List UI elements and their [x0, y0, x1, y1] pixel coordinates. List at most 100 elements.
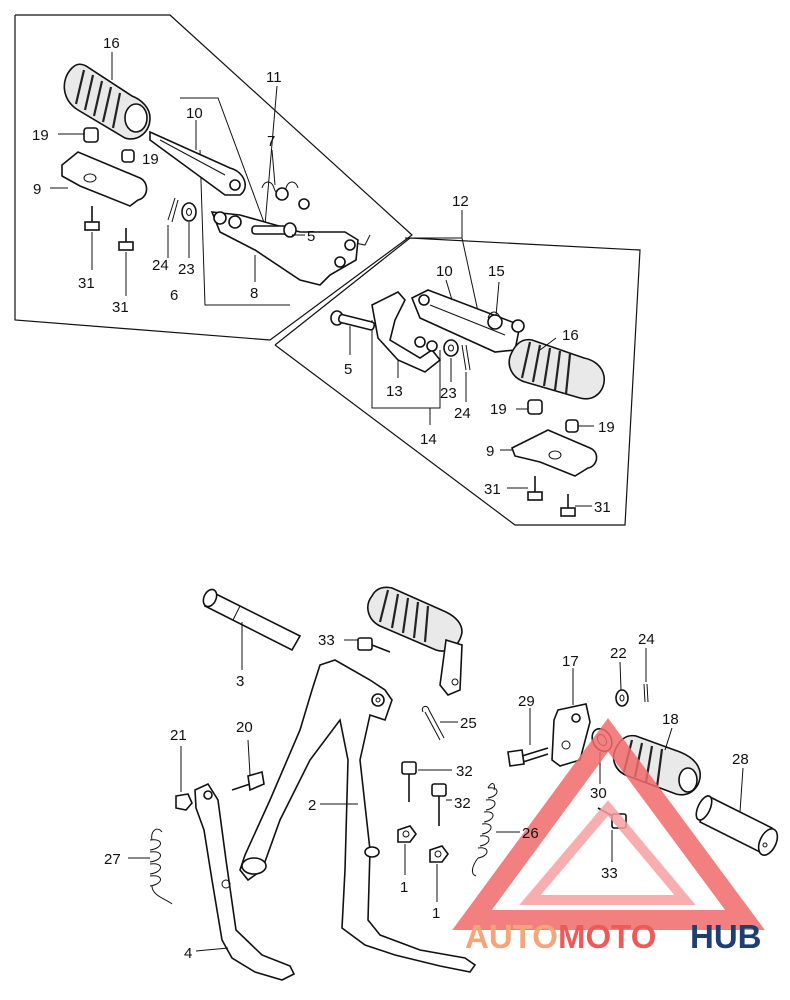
leader-11 [264, 85, 278, 226]
callout-33: 33 [318, 632, 335, 649]
watermark-hub: HUB [690, 918, 762, 955]
callout-23: 23 [178, 261, 195, 278]
callout-32: 32 [456, 763, 473, 780]
callout-22: 22 [610, 645, 627, 662]
pivot-pin-5-a [251, 222, 297, 238]
callout-11: 11 [266, 69, 282, 86]
bracket-14 [371, 320, 441, 409]
bolt-20 [231, 770, 265, 792]
callout-26: 26 [522, 825, 539, 842]
callout-19: 19 [142, 151, 159, 168]
footpeg-rubber-right [508, 338, 605, 400]
callout-31: 31 [484, 481, 501, 498]
callout-18: 18 [662, 711, 679, 728]
cotter-pin-25 [421, 705, 445, 741]
callout-19: 19 [490, 401, 507, 418]
callout-31: 31 [112, 299, 129, 316]
callout-1: 1 [432, 905, 440, 922]
callout-24: 24 [152, 257, 169, 274]
callout-19: 19 [32, 127, 49, 144]
callout-13: 13 [386, 383, 403, 400]
spring-26 [471, 783, 498, 877]
pivot-pin-5-b [330, 310, 376, 331]
callout-33: 33 [601, 865, 618, 882]
footpeg-shaft-28 [695, 794, 779, 856]
bolt-31-c [527, 476, 543, 501]
watermark-logo [452, 718, 765, 930]
collar-19-d [565, 419, 579, 433]
bolt-31-d [560, 494, 576, 517]
callout-14: 14 [420, 431, 437, 448]
callout-9: 9 [486, 443, 494, 460]
callout-28: 28 [732, 751, 749, 768]
spring-15 [487, 311, 525, 333]
callout-20: 20 [236, 719, 253, 736]
footpeg-bracket-left [61, 151, 148, 207]
callout-3: 3 [236, 673, 244, 690]
callout-31: 31 [78, 275, 95, 292]
stand-shaft-3 [202, 588, 302, 652]
washer-23-b [443, 339, 459, 357]
callout-17: 17 [562, 653, 579, 670]
bolt-31-b [118, 228, 134, 251]
callout-7: 7 [267, 133, 275, 150]
callout-5: 5 [344, 361, 352, 378]
callout-30: 30 [590, 785, 607, 802]
watermark-moto: MOTO [558, 918, 656, 955]
callout-8: 8 [250, 285, 258, 302]
callout-5: 5 [307, 228, 315, 245]
cotter-pin-24-b [461, 344, 471, 371]
washer-22 [615, 689, 629, 707]
callout-4: 4 [184, 945, 192, 962]
nut-21 [175, 793, 193, 811]
bolt-33-a [357, 637, 391, 653]
callout-12: 12 [452, 193, 469, 210]
watermark-triangle-outer [452, 718, 765, 930]
watermark-auto: AUTO [465, 918, 558, 955]
callout-24: 24 [454, 405, 471, 422]
spring-27 [149, 828, 173, 905]
footpeg-bracket-17 [551, 703, 591, 767]
callout-labels: 16 11 10 19 19 7 9 5 24 23 31 31 6 8 12 … [32, 35, 749, 962]
footpeg-arm-8 [210, 211, 359, 286]
callout-10: 10 [186, 105, 203, 122]
bracket-6 [199, 149, 290, 306]
group-border-right [274, 237, 641, 526]
callout-21: 21 [170, 727, 187, 744]
nut-1-b [429, 845, 449, 863]
callout-15: 15 [488, 263, 505, 280]
footpeg-rubber-left [63, 63, 151, 140]
callout-16: 16 [103, 35, 120, 52]
callout-1: 1 [400, 879, 408, 896]
callout-10: 10 [436, 263, 453, 280]
callout-32: 32 [454, 795, 471, 812]
callout-9: 9 [33, 181, 41, 198]
watermark-triangle-inner [519, 800, 696, 905]
callout-25: 25 [460, 715, 477, 732]
callout-29: 29 [518, 693, 535, 710]
callout-6: 6 [170, 287, 178, 304]
bolt-31-a [84, 206, 100, 231]
side-stand-4 [194, 782, 296, 981]
callout-16: 16 [562, 327, 579, 344]
collar-19-a [83, 127, 99, 143]
collar-19-c [527, 399, 543, 415]
collar-19-b [121, 149, 135, 163]
main-stand-2 [239, 659, 477, 973]
footpeg-bracket-right [510, 429, 598, 477]
callout-19: 19 [598, 419, 615, 436]
bolt-32-b [431, 783, 447, 826]
footpeg-arm-13 [371, 291, 442, 373]
cotter-pin-24-c [643, 683, 649, 703]
cotter-pin-24-a [167, 197, 179, 223]
callout-27: 27 [104, 851, 121, 868]
spring-7 [261, 181, 310, 210]
callout-24: 24 [638, 631, 655, 648]
bolt-32-a [401, 761, 417, 802]
callout-31: 31 [594, 499, 611, 516]
stand-footpeg-grip [367, 586, 463, 696]
footpeg-bar-left [149, 130, 246, 196]
callout-23: 23 [440, 385, 457, 402]
callout-2: 2 [308, 797, 316, 814]
